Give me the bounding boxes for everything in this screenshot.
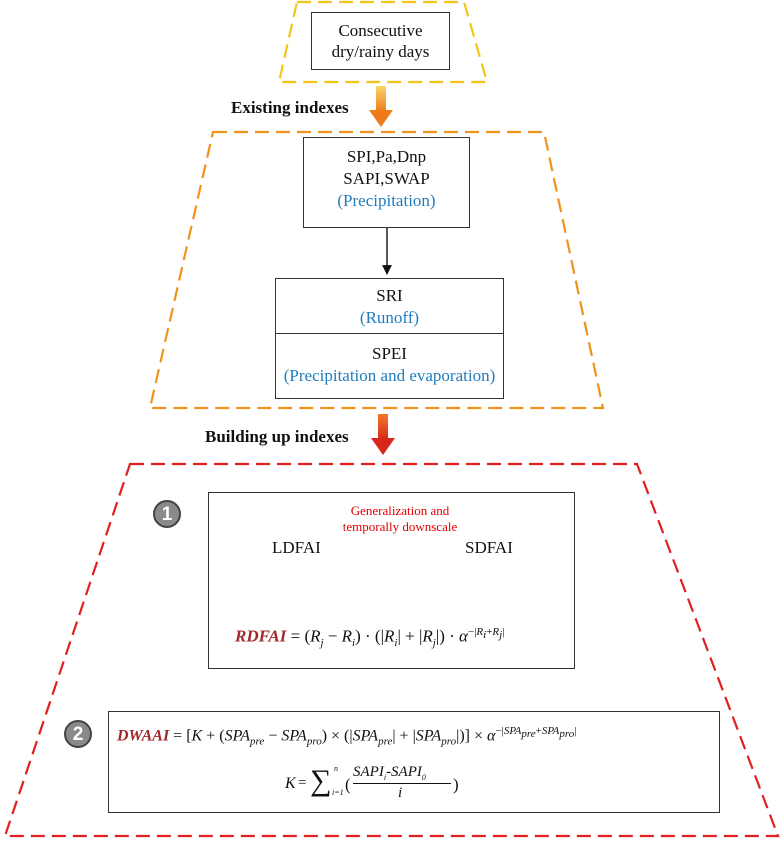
sri-name: SRI [376, 286, 403, 305]
spei-name: SPEI [372, 344, 407, 363]
section2-box [108, 711, 720, 813]
arrow-down-existing [369, 86, 393, 127]
section1-badge: 1 [153, 500, 181, 528]
sri-cell: SRI (Runoff) [276, 279, 503, 334]
dwaai-name: DWAAI [117, 727, 170, 745]
spei-cell: SPEI (Precipitation and evaporation) [276, 334, 503, 387]
precip-box-line1: SPI,Pa,Dnp [346, 147, 427, 166]
building-indexes-label: Building up indexes [205, 427, 349, 446]
spei-desc: (Precipitation and evaporation) [283, 366, 496, 385]
existing-trapezoid [148, 130, 605, 410]
rdfai-formula: RDFAI = (Rj − Ri) · (|Ri| + |Rj|) · α−|R… [235, 626, 505, 650]
generalization-note: Generalization and temporally downscale [310, 503, 490, 535]
existing-indexes-label: Existing indexes [231, 98, 349, 117]
rdfai-name: RDFAI [235, 626, 287, 646]
ldfai-label: LDFAI [272, 538, 321, 557]
precip-box-line3: (Precipitation) [337, 191, 436, 210]
building-trapezoid [3, 462, 780, 838]
top-box-line2: dry/rainy days [331, 42, 430, 61]
dwaai-formula: DWAAI = [K + (SPApre − SPApro) × (|SPApr… [117, 725, 577, 748]
sri-spei-box: SRI (Runoff) SPEI (Precipitation and eva… [275, 278, 504, 399]
top-trapezoid [277, 0, 489, 84]
generalization-line2: temporally downscale [342, 519, 458, 534]
arrow-down-building [371, 414, 395, 455]
section2-badge: 2 [64, 720, 92, 748]
precip-box-line2: SAPI,SWAP [343, 169, 430, 188]
precipitation-index-box: SPI,Pa,Dnp SAPI,SWAP (Precipitation) [303, 137, 470, 228]
consecutive-days-box: Consecutive dry/rainy days [311, 12, 450, 70]
sri-desc: (Runoff) [359, 308, 420, 327]
sdfai-label: SDFAI [465, 538, 513, 557]
generalization-line1: Generalization and [350, 503, 450, 518]
section1-box [208, 492, 575, 669]
top-box-line1: Consecutive [338, 21, 423, 40]
